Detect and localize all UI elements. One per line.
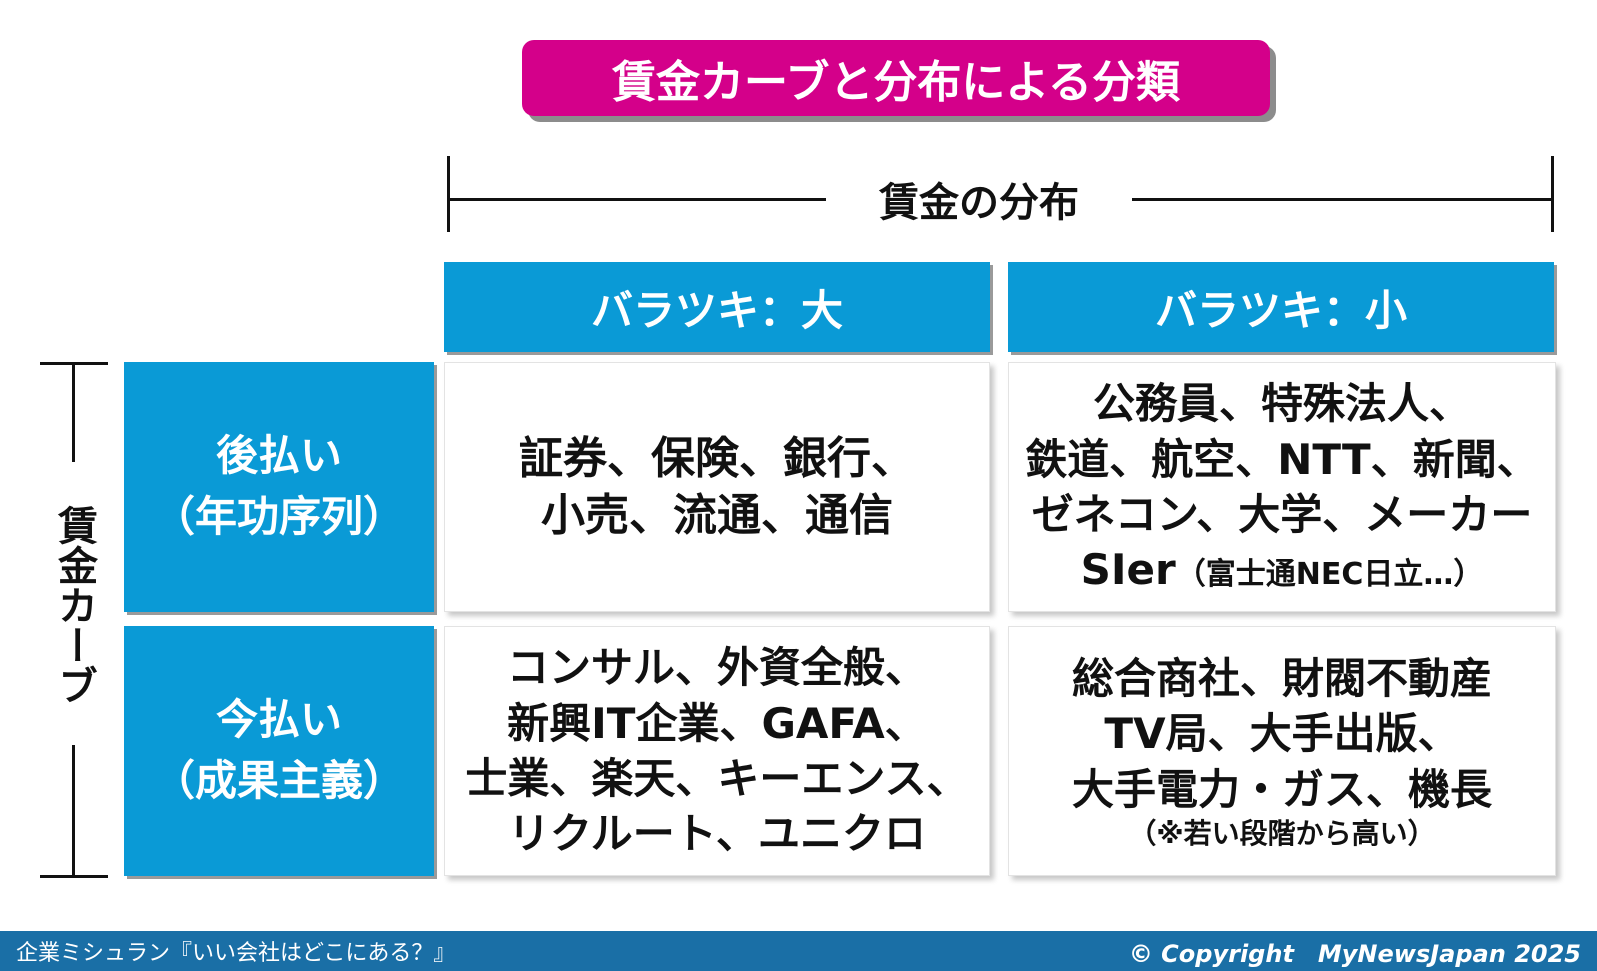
cell-line: 公務員、特殊法人、	[1092, 379, 1471, 429]
cell-deferred-large-variance: 証券、保険、銀行、 小売、流通、通信	[444, 362, 990, 612]
cell-line: 鉄道、航空、NTT、新聞、	[1025, 434, 1539, 484]
y-axis-line-top	[72, 362, 75, 462]
row-header-current-pay: 今払い （成果主義）	[124, 626, 434, 876]
row-header-deferred-pay-subtitle: （年功序列）	[152, 492, 405, 541]
cell-line: 大手電力・ガス、機長	[1071, 764, 1492, 814]
y-axis-line-bottom	[72, 745, 75, 877]
x-axis-right-tick	[1551, 156, 1554, 232]
cell-line: TV局、大手出版、	[1104, 709, 1460, 759]
cell-line-sier: SIer（富士通NEC日立…）	[1081, 542, 1484, 597]
row-header-deferred-pay: 後払い （年功序列）	[124, 362, 434, 612]
diagram-title: 賃金カーブと分布による分類	[522, 40, 1270, 116]
cell-note: （※若い段階から高い）	[1128, 817, 1436, 851]
column-header-large-variance: バラツキ：大	[444, 262, 990, 352]
cell-line: リクルート、ユニクロ	[508, 809, 926, 859]
cell-line: 証券、保険、銀行、	[519, 432, 915, 484]
x-axis-left-tick	[447, 156, 450, 232]
row-header-deferred-pay-title: 後払い	[215, 431, 342, 481]
cell-line: コンサル、外資全般、	[506, 643, 927, 693]
row-header-current-pay-subtitle: （成果主義）	[152, 756, 405, 805]
cell-text-sier-examples: （富士通NEC日立…）	[1175, 557, 1484, 593]
cell-line: 士業、楽天、キーエンス、	[465, 754, 969, 803]
cell-line: 新興IT企業、GAFA、	[507, 698, 927, 748]
row-header-current-pay-title: 今払い	[215, 695, 342, 745]
column-header-small-variance: バラツキ：小	[1008, 262, 1554, 352]
cell-text-sier: SIer	[1080, 545, 1176, 595]
cell-current-small-variance: 総合商社、財閥不動産 TV局、大手出版、 大手電力・ガス、機長 （※若い段階から…	[1008, 626, 1556, 876]
cell-line: ゼネコン、大学、メーカー	[1031, 490, 1533, 539]
cell-deferred-small-variance: 公務員、特殊法人、 鉄道、航空、NTT、新聞、 ゼネコン、大学、メーカー SIe…	[1008, 362, 1556, 612]
cell-line: 小売、流通、通信	[541, 490, 893, 541]
y-axis-label: 賃金カーブ	[51, 505, 97, 705]
cell-line: 総合商社、財閥不動産	[1071, 654, 1492, 704]
cell-current-large-variance: コンサル、外資全般、 新興IT企業、GAFA、 士業、楽天、キーエンス、 リクル…	[444, 626, 990, 876]
x-axis-label: 賃金の分布	[826, 170, 1132, 228]
footer-copyright: © Copyright MyNewsJapan 2025	[1128, 939, 1581, 968]
footer-bar: 企業ミシュラン『いい会社はどこにある？』 © Copyright MyNewsJ…	[0, 931, 1597, 971]
footer-source: 企業ミシュラン『いい会社はどこにある？』	[16, 941, 456, 966]
